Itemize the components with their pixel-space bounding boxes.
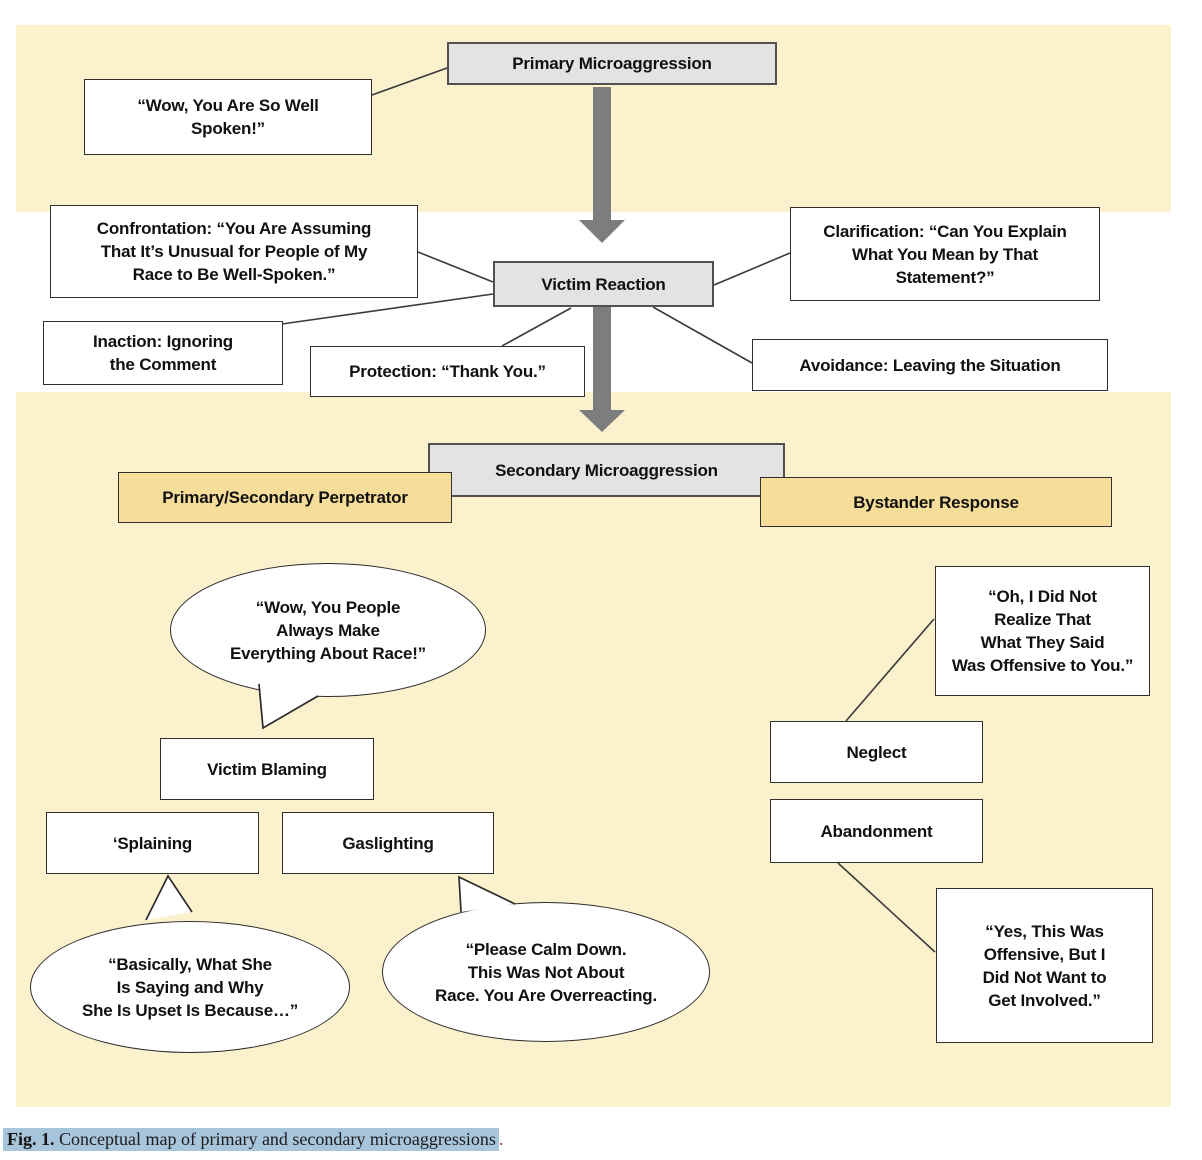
- node-primary-secondary-perpetrator: Primary/Secondary Perpetrator: [118, 472, 452, 523]
- node-confrontation: Confrontation: “You Are Assuming That It…: [50, 205, 418, 298]
- node-secondary-microaggression: Secondary Microaggression: [428, 443, 785, 497]
- node-inaction: Inaction: Ignoring the Comment: [43, 321, 283, 385]
- node-bystander-response: Bystander Response: [760, 477, 1112, 527]
- speech-bubble-wow-people: “Wow, You People Always Make Everything …: [170, 563, 486, 697]
- node-splaining: ‘Splaining: [46, 812, 259, 874]
- speech-bubble-basically: “Basically, What She Is Saying and Why S…: [30, 921, 350, 1053]
- node-protection: Protection: “Thank You.”: [310, 346, 585, 397]
- node-abandonment: Abandonment: [770, 799, 983, 863]
- connector-victim-to-avoidance: [652, 306, 753, 364]
- connector-inaction-to-victim: [281, 293, 494, 325]
- speech-bubble-calm-down: “Please Calm Down. This Was Not About Ra…: [382, 902, 710, 1042]
- caption-period: .: [498, 1129, 504, 1149]
- connector-victim-to-protection: [501, 307, 572, 347]
- node-primary-microaggression: Primary Microaggression: [447, 42, 777, 85]
- node-avoidance: Avoidance: Leaving the Situation: [752, 339, 1108, 391]
- node-victim-blaming: Victim Blaming: [160, 738, 374, 800]
- node-primary-quote: “Wow, You Are So Well Spoken!”: [84, 79, 372, 155]
- caption-label: Fig. 1.: [7, 1129, 55, 1149]
- node-clarification: Clarification: “Can You Explain What You…: [790, 207, 1100, 301]
- caption-highlight: Fig. 1. Conceptual map of primary and se…: [3, 1128, 499, 1151]
- node-neglect: Neglect: [770, 721, 983, 783]
- connector-confrontation-to-victim: [417, 251, 494, 283]
- node-yes-quote: “Yes, This Was Offensive, But I Did Not …: [936, 888, 1153, 1043]
- connector-victim-to-clarification: [713, 252, 791, 286]
- node-oh-quote: “Oh, I Did Not Realize That What They Sa…: [935, 566, 1150, 696]
- caption-text: Conceptual map of primary and secondary …: [54, 1129, 496, 1149]
- figure-caption: Fig. 1. Conceptual map of primary and se…: [3, 1126, 503, 1152]
- node-victim-reaction: Victim Reaction: [493, 261, 714, 307]
- node-gaslighting: Gaslighting: [282, 812, 494, 874]
